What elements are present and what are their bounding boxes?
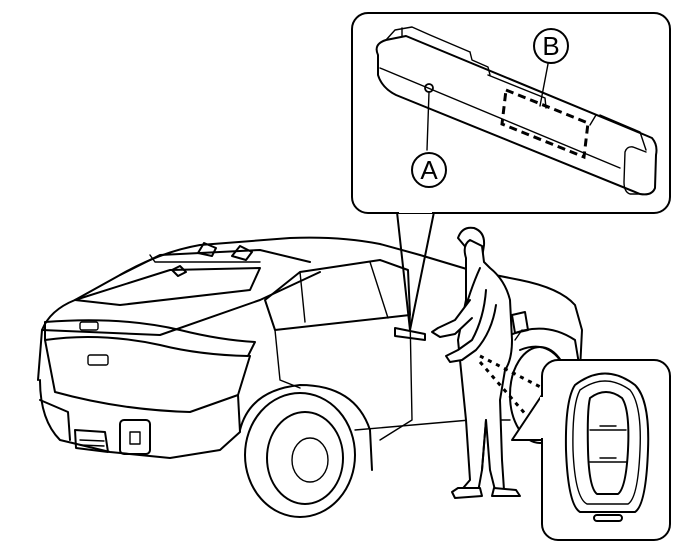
inset-pointer: [396, 211, 435, 331]
door-handle-body: [375, 26, 658, 196]
car-illustration: [37, 236, 583, 518]
car-body-outline: [37, 236, 583, 411]
rear-wheel: [239, 384, 373, 518]
touch-sensor-area: [500, 87, 590, 160]
leader-line-b: [539, 63, 549, 107]
callout-a: A: [411, 152, 447, 188]
front-wheel: [509, 311, 581, 444]
fob-pointer: [511, 394, 543, 441]
car-door-handle: [394, 327, 426, 341]
callout-b: B: [533, 28, 569, 64]
callout-b-label: B: [542, 31, 559, 61]
tail-light: [44, 319, 256, 357]
inset-frame: [351, 12, 671, 214]
leader-line-a: [426, 91, 430, 151]
side-windows: [264, 259, 411, 331]
person-illustration: [431, 226, 521, 499]
fob-inset-frame: [541, 359, 671, 541]
person-body: [457, 239, 513, 495]
key-fob-inset: [478, 354, 671, 541]
callout-a-label: A: [420, 155, 438, 185]
door-handle-inset: A B: [351, 12, 671, 331]
key-fob: [564, 372, 650, 522]
